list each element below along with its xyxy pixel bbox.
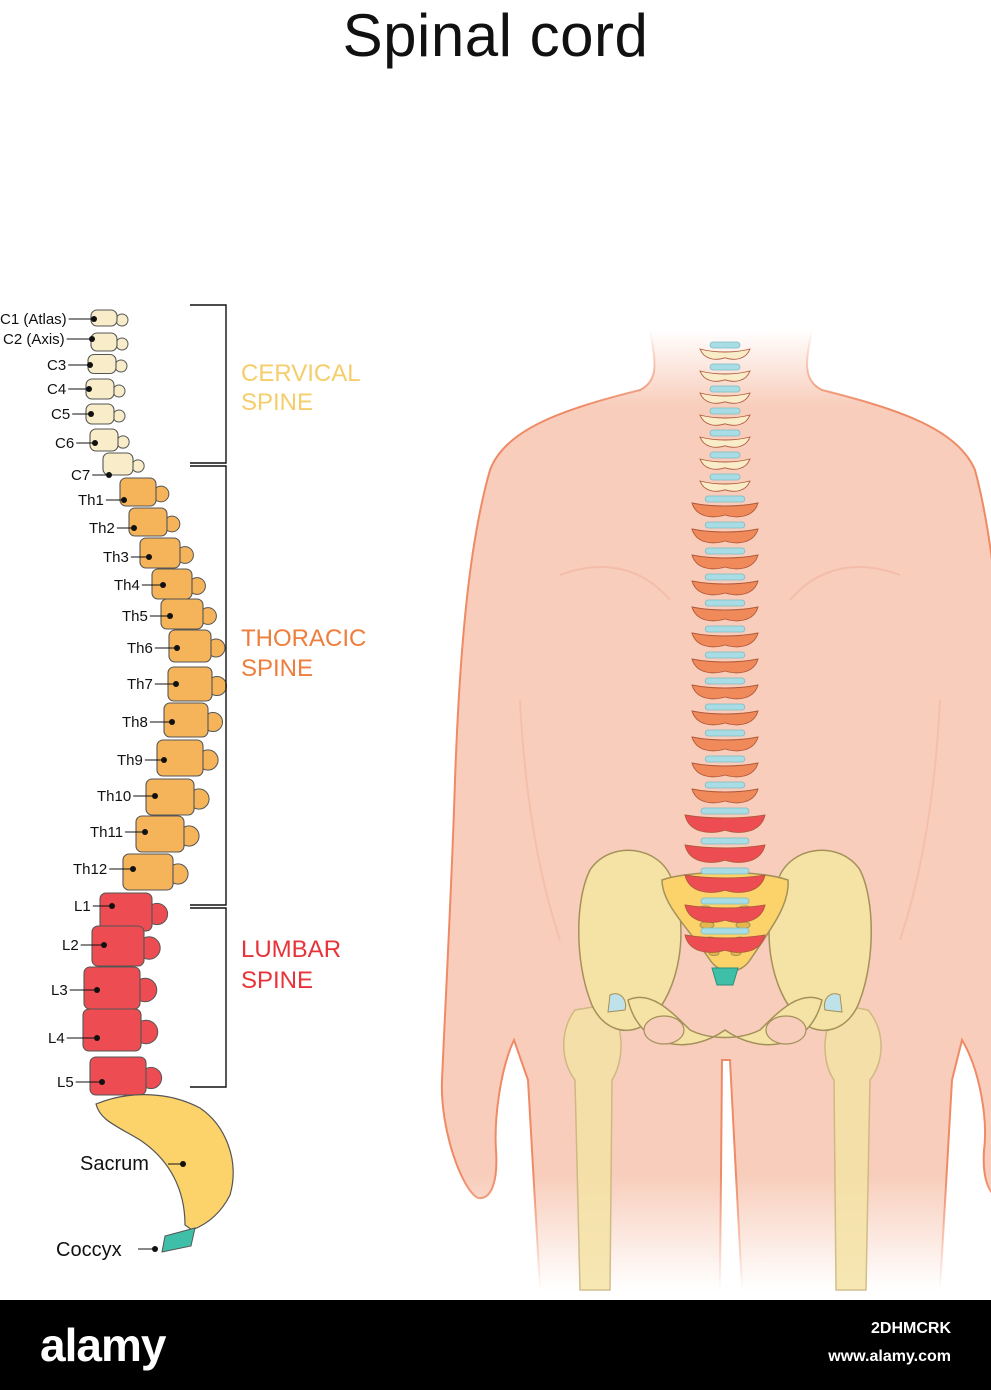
pelvis <box>578 849 872 1046</box>
body-vertebra-l4 <box>684 897 766 923</box>
label-th1: Th1 <box>78 492 104 509</box>
region-cervical-line2: SPINE <box>241 389 313 416</box>
bracket-thoracic <box>190 465 227 906</box>
label-th5: Th5 <box>122 608 148 625</box>
side-vertebra-c7 <box>102 452 145 476</box>
body-vertebra-th5 <box>691 599 759 622</box>
body-vertebra-th9 <box>691 703 759 726</box>
watermark-url: www.alamy.com <box>828 1348 951 1365</box>
side-vertebra-th12 <box>122 853 189 891</box>
side-vertebra-c3 <box>87 353 128 375</box>
side-vertebra-th1 <box>119 477 170 507</box>
body-vertebral-column <box>684 341 766 953</box>
body-vertebra-th3 <box>691 547 759 570</box>
body-vertebra-c2 <box>699 363 751 382</box>
side-vertebra-l3 <box>83 966 158 1010</box>
side-vertebra-th8 <box>163 702 224 738</box>
watermark-logo: alamy <box>40 1319 166 1371</box>
body-vertebra-th10 <box>691 729 759 752</box>
label-c3: C3 <box>47 357 66 374</box>
label-th3: Th3 <box>103 549 129 566</box>
label-th7: Th7 <box>127 676 153 693</box>
side-vertebra-th2 <box>128 507 181 537</box>
region-lumbar-line1: LUMBAR <box>241 936 341 963</box>
body-vertebra-l2 <box>684 837 766 863</box>
label-l4: L4 <box>48 1030 65 1047</box>
region-thoracic-line2: SPINE <box>241 655 313 682</box>
label-th4: Th4 <box>114 577 140 594</box>
label-c5: C5 <box>51 406 70 423</box>
body-vertebra-c6 <box>699 451 751 470</box>
side-vertebra-l1 <box>99 892 169 932</box>
body-vertebra-th11 <box>691 755 759 778</box>
side-vertebra-c4 <box>85 378 126 400</box>
spine-diagram: Sacrum Coccyx CERVICAL SPINE THORACIC SP… <box>0 304 991 1291</box>
watermark-bar: alamy 2DHMCRK www.alamy.com <box>0 1300 991 1390</box>
body-vertebra-th12 <box>691 781 759 804</box>
label-l2: L2 <box>62 937 79 954</box>
side-sacrum <box>95 1094 234 1231</box>
label-c1: C1 (Atlas) <box>0 311 67 328</box>
side-vertebra-l2 <box>91 925 161 967</box>
label-c6: C6 <box>55 435 74 452</box>
body-vertebra-th4 <box>691 573 759 596</box>
body-vertebra-th1 <box>691 495 759 518</box>
label-l5: L5 <box>57 1074 74 1091</box>
side-vertebra-th5 <box>160 598 217 630</box>
body-vertebra-th6 <box>691 625 759 648</box>
body-vertebra-c7 <box>699 473 751 492</box>
bracket-cervical <box>190 304 227 464</box>
side-vertebra-c1 <box>90 309 129 327</box>
side-vertebra-th9 <box>156 739 219 777</box>
side-vertebra-th7 <box>167 666 228 702</box>
side-vertebra-th4 <box>151 568 206 600</box>
region-thoracic-line1: THORACIC <box>241 625 366 652</box>
bracket-lumbar <box>190 907 227 1088</box>
label-th10: Th10 <box>97 788 131 805</box>
label-c2: C2 (Axis) <box>3 331 65 348</box>
side-vertebra-c2 <box>90 332 129 352</box>
side-coccyx <box>161 1227 196 1253</box>
body-vertebra-c5 <box>699 429 751 448</box>
region-lumbar-line2: SPINE <box>241 967 313 994</box>
side-vertebra-l4 <box>82 1008 159 1052</box>
vertebra-labels: C1 (Atlas) C2 (Axis) C3C4C5C6C7Th1Th2Th3Th… <box>0 311 180 1091</box>
label-th2: Th2 <box>89 520 115 537</box>
label-coccyx: Coccyx <box>56 1239 122 1261</box>
label-sacrum: Sacrum <box>80 1153 149 1175</box>
label-l1: L1 <box>74 898 91 915</box>
page-title: Spinal cord <box>342 2 649 69</box>
label-c4: C4 <box>47 381 66 398</box>
side-vertebra-th3 <box>139 537 194 569</box>
body-vertebra-l3 <box>684 867 766 893</box>
region-cervical-line1: CERVICAL <box>241 360 361 387</box>
side-vertebra-th10 <box>145 778 210 816</box>
body-vertebra-th2 <box>691 521 759 544</box>
label-th9: Th9 <box>117 752 143 769</box>
label-th12: Th12 <box>73 861 107 878</box>
body-coccyx <box>711 967 739 986</box>
side-vertebra-th6 <box>168 629 226 663</box>
side-vertebra-c5 <box>85 403 126 425</box>
body-vertebra-l1 <box>684 807 766 833</box>
watermark-image-id: 2DHMCRK <box>871 1320 951 1337</box>
label-th8: Th8 <box>122 714 148 731</box>
body-vertebra-th7 <box>691 651 759 674</box>
label-th6: Th6 <box>127 640 153 657</box>
side-vertebra-th11 <box>135 815 200 853</box>
label-th11: Th11 <box>90 824 123 841</box>
label-l3: L3 <box>51 982 68 999</box>
body-vertebra-c3 <box>699 385 751 404</box>
side-vertebra-c6 <box>89 428 130 452</box>
side-vertebral-column <box>82 309 228 1096</box>
body-vertebra-l5 <box>684 927 766 953</box>
side-vertebra-l5 <box>89 1056 163 1096</box>
body-vertebra-c1 <box>699 341 751 360</box>
body-vertebra-th8 <box>691 677 759 700</box>
label-c7: C7 <box>71 467 90 484</box>
body-vertebra-c4 <box>699 407 751 426</box>
